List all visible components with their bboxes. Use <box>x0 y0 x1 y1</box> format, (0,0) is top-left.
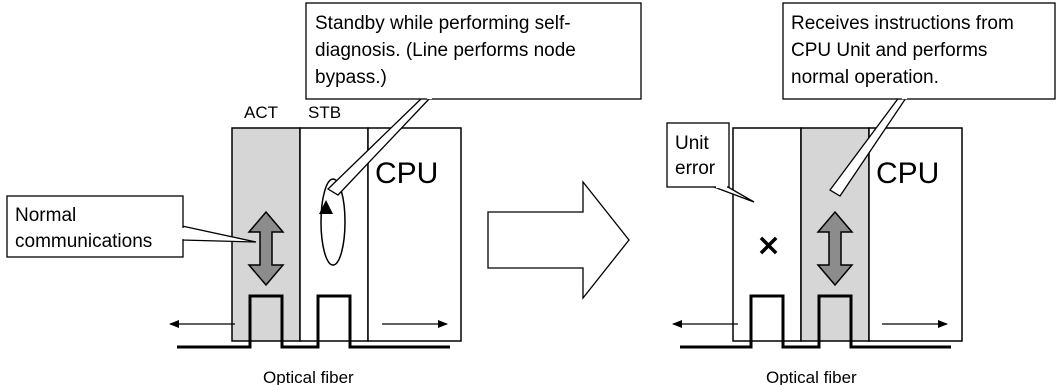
callout-standby-line-1: Standby while performing self- <box>315 13 571 34</box>
callout-normal-line-1: Normal <box>15 205 76 226</box>
cpu-label-right: CPU <box>876 157 939 190</box>
double-arrow-icon-right <box>816 210 854 287</box>
callout-normal-line-2: communications <box>15 231 152 252</box>
callout-normal: Normal communications <box>6 195 257 258</box>
stb-label: STB <box>308 103 341 122</box>
cpu-unit <box>367 127 462 342</box>
callout-receives-line-1: Receives instructions from <box>791 13 1014 34</box>
standby-ellipse <box>320 178 346 266</box>
cpu-unit-right <box>868 127 963 342</box>
cpu-label: CPU <box>375 157 438 190</box>
left-panel: ACT STB CPU Optical fiber Standby while … <box>6 2 642 385</box>
callout-standby-line-3: bypass.) <box>315 67 387 88</box>
callout-error: Unit error <box>666 122 755 203</box>
optical-fiber-line-right <box>680 294 951 349</box>
optical-fiber-line <box>177 294 450 349</box>
fiber-label: Optical fiber <box>263 368 354 385</box>
error-mark-icon: × <box>756 228 781 263</box>
callout-standby-line-2: diagnosis. (Line performs node <box>315 40 576 61</box>
transition-arrow-icon <box>487 180 630 300</box>
callout-standby: Standby while performing self- diagnosis… <box>305 2 642 196</box>
callout-error-line-2: error <box>675 158 716 179</box>
act-label: ACT <box>244 103 278 122</box>
callout-error-line-1: Unit <box>675 133 710 154</box>
callout-receives: Receives instructions from CPU Unit and … <box>782 2 1056 197</box>
double-arrow-icon <box>247 210 285 287</box>
right-panel: CPU × Optical fiber Receives instruction… <box>666 2 1056 385</box>
error-unit <box>732 127 802 342</box>
callout-receives-line-3: normal operation. <box>791 67 939 88</box>
up-arrow-icon <box>319 200 333 214</box>
fiber-label-right: Optical fiber <box>766 368 857 385</box>
callout-receives-line-2: CPU Unit and performs <box>791 40 987 61</box>
